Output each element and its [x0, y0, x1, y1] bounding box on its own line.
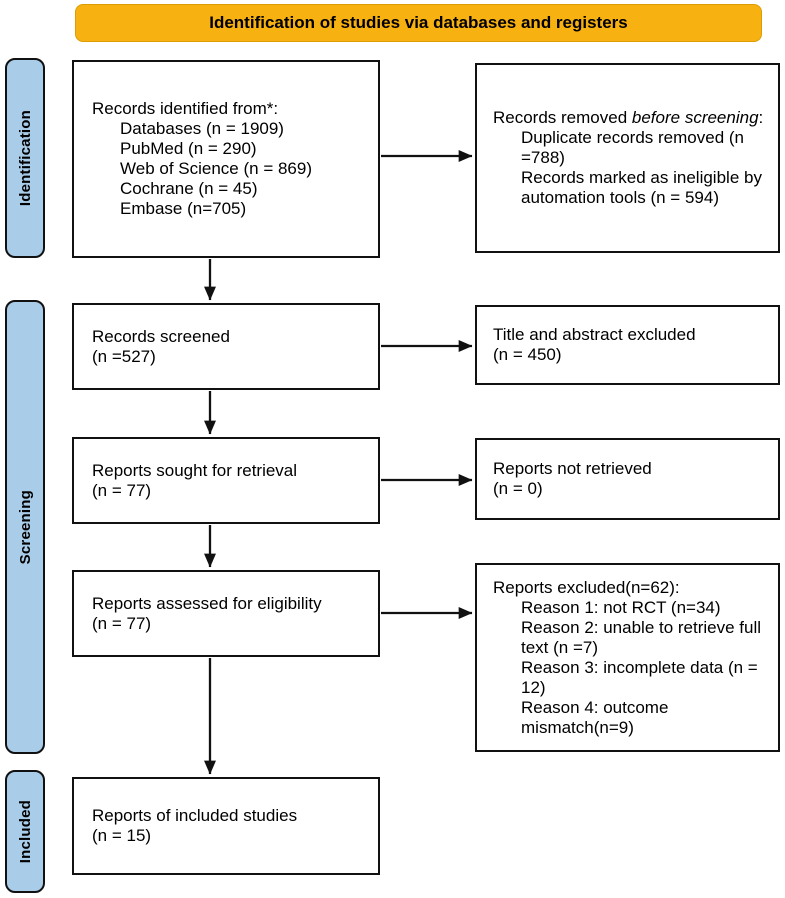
box-title-abstract-excluded: Title and abstract excluded (n = 450) [475, 305, 780, 385]
box-count: (n = 77) [92, 613, 152, 633]
source-item: Cochrane (n = 45) [120, 179, 258, 198]
source-item: Databases (n = 1909) [120, 119, 284, 138]
box-title-italic: before screening [631, 108, 759, 127]
exclusion-reason: Reason 2: unable to retrieve full text (… [521, 617, 762, 657]
box-title: Records removed before screening: [493, 108, 764, 127]
box-line: Reports not retrieved [493, 459, 652, 478]
exclusion-reason: Reason 1: not RCT (n=34) [521, 597, 721, 617]
removed-item: Duplicate records removed (n =788) [521, 128, 744, 167]
source-item: Web of Science (n = 869) [120, 159, 312, 178]
source-item: Embase (n=705) [120, 199, 247, 218]
diagram-title-banner: Identification of studies via databases … [75, 4, 762, 42]
box-count: (n = 15) [92, 826, 152, 845]
box-count: (n = 77) [92, 480, 152, 500]
box-count: (n = 0) [493, 479, 543, 498]
removed-item: Records marked as ineligible by automati… [521, 168, 762, 207]
box-reports-excluded: Reports excluded(n=62): Reason 1: not RC… [475, 563, 780, 752]
box-records-screened: Records screened (n =527) [72, 303, 380, 390]
box-line: Title and abstract excluded [493, 325, 696, 344]
box-line: Reports of included studies [92, 806, 298, 825]
exclusion-reason: Reason 4: outcome mismatch(n=9) [521, 697, 669, 737]
source-item: PubMed (n = 290) [120, 139, 257, 158]
box-records-identified: Records identified from*: Databases (n =… [72, 60, 380, 258]
stage-label-included: Included [5, 770, 45, 893]
exclusion-reason: Reason 3: incomplete data (n = 12) [521, 657, 758, 697]
box-line: Records screened [92, 326, 230, 346]
box-count: (n =527) [92, 346, 156, 366]
box-reports-assessed: Reports assessed for eligibility (n = 77… [72, 570, 380, 657]
stage-label-text: Screening [16, 489, 34, 565]
stage-label-identification: Identification [5, 58, 45, 258]
diagram-title: Identification of studies via databases … [209, 13, 628, 32]
stage-label-screening: Screening [5, 300, 45, 754]
box-line: Reports assessed for eligibility [92, 593, 322, 613]
box-title: Reports excluded(n=62): [493, 577, 680, 597]
box-reports-included: Reports of included studies (n = 15) [72, 777, 380, 875]
box-count: (n = 450) [493, 345, 562, 364]
stage-label-text: Identification [16, 109, 34, 207]
stage-label-text: Included [16, 799, 34, 864]
box-reports-sought: Reports sought for retrieval (n = 77) [72, 437, 380, 524]
box-reports-not-retrieved: Reports not retrieved (n = 0) [475, 438, 780, 520]
box-title: Records identified from*: [92, 99, 279, 118]
box-line: Reports sought for retrieval [92, 460, 298, 480]
box-records-removed: Records removed before screening: Duplic… [475, 63, 780, 253]
